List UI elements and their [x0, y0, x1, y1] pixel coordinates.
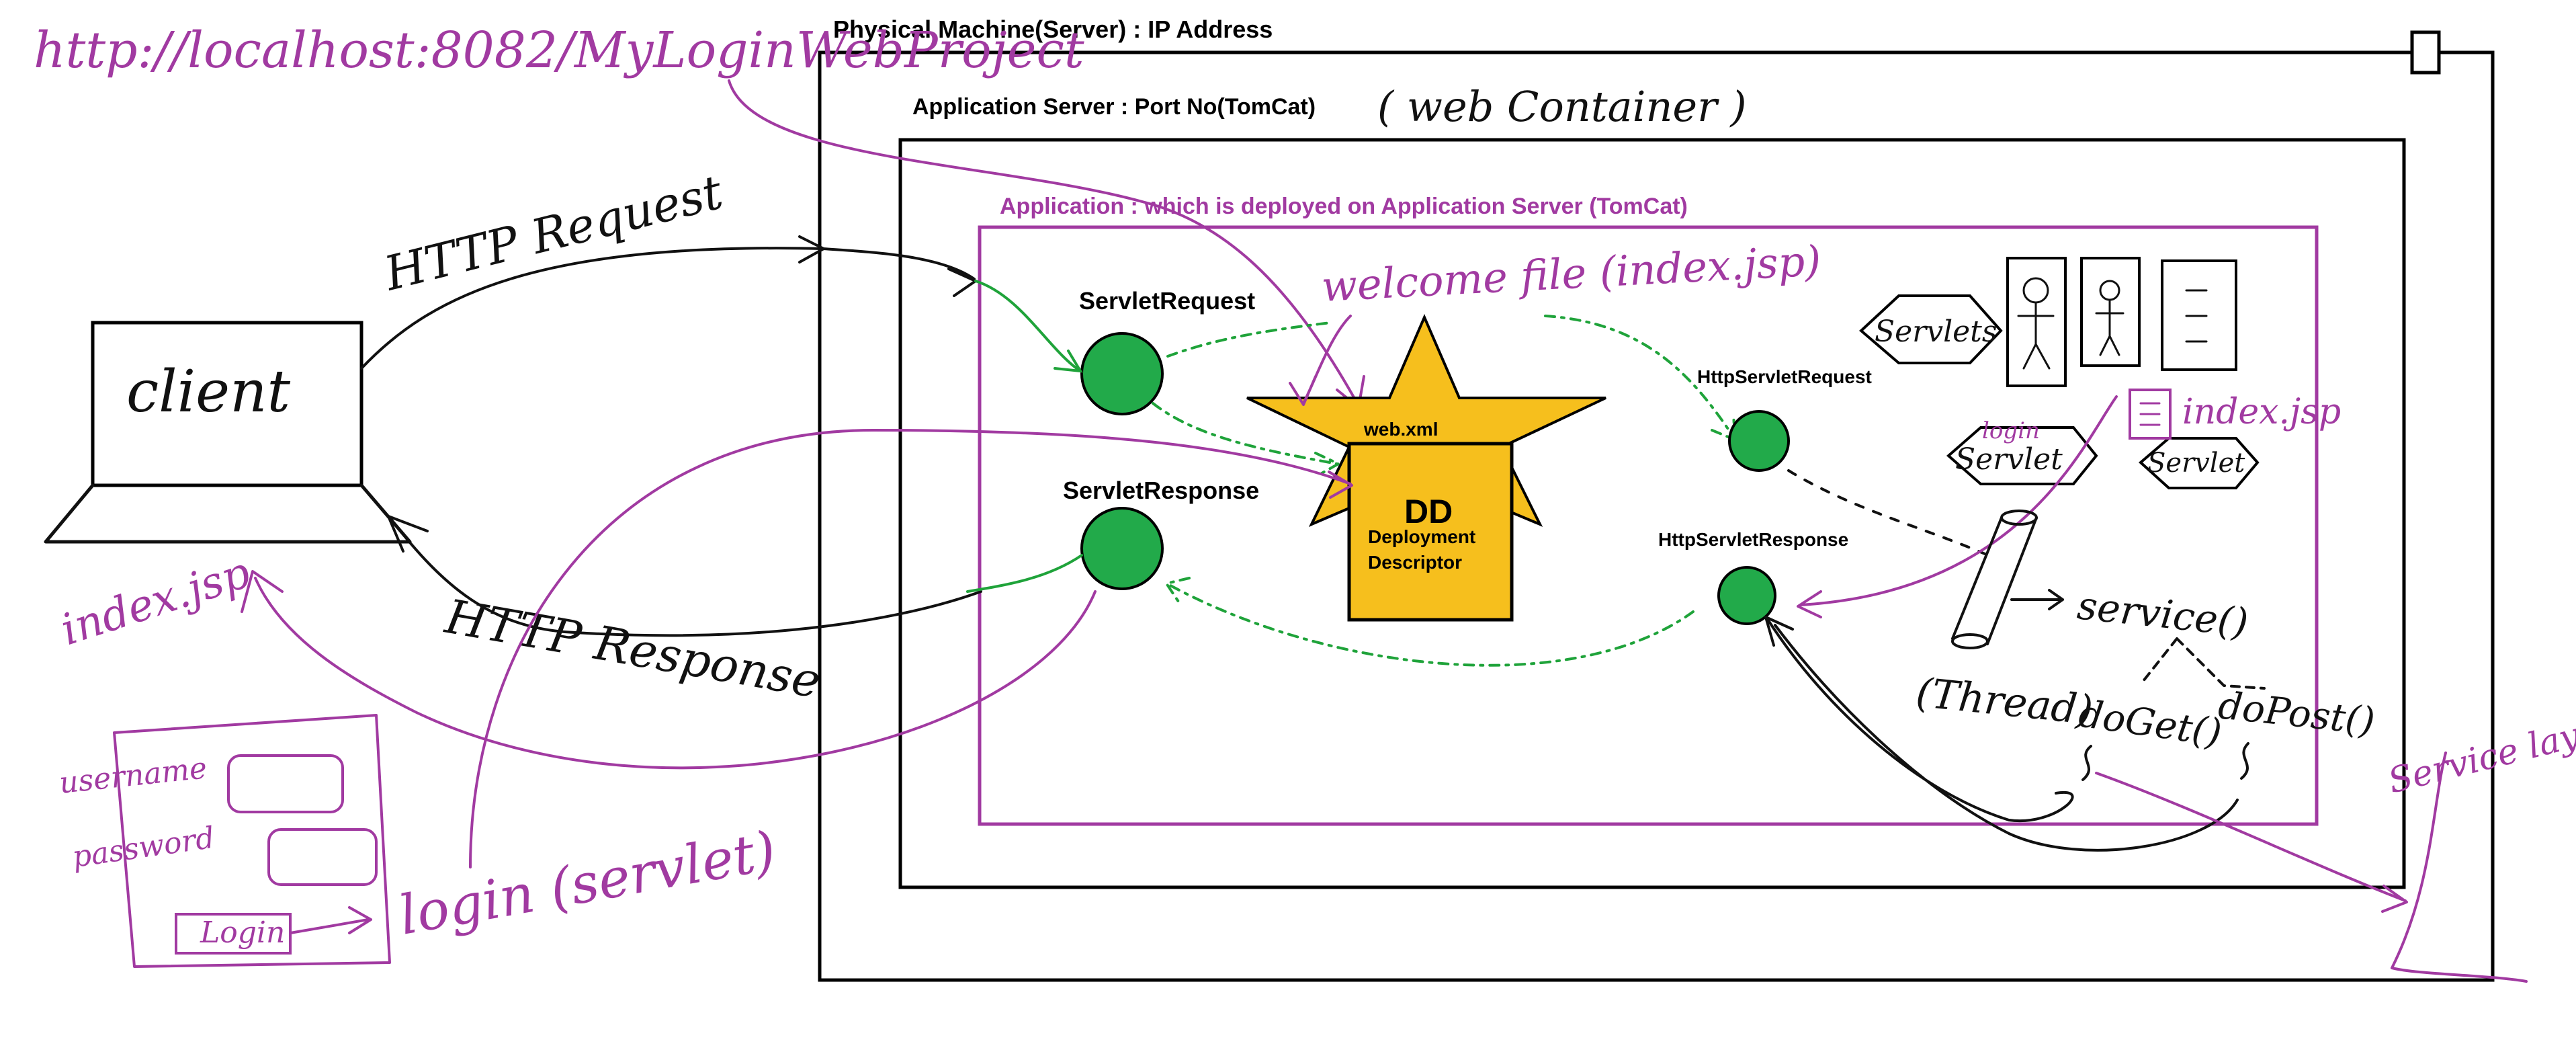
http-servlet-response-label: HttpServletResponse — [1658, 529, 1848, 550]
url-arrow — [728, 79, 1365, 409]
welcome-file-note: welcome file (index.jsp) — [1320, 236, 1822, 311]
password-input[interactable] — [267, 828, 378, 886]
person-1-icon — [2017, 277, 2055, 370]
username-input[interactable] — [227, 754, 344, 813]
service-branch-lines — [2139, 637, 2266, 690]
card-person-1 — [2006, 257, 2067, 387]
thread-label: (Thread) — [1914, 669, 2095, 734]
welcome-file-arrow — [1289, 315, 1352, 406]
servlets-hexagon — [1858, 294, 2003, 364]
do-get-brace — [2081, 745, 2092, 781]
flow-request-to-star — [1166, 321, 1332, 358]
password-label: password — [70, 821, 216, 875]
flow-request-to-dd — [1152, 402, 1342, 477]
physical-machine-label: Physical Machine(Server) : IP Address — [833, 15, 1273, 43]
url-note: http://localhost:8082/MyLoginWebProject — [34, 22, 1084, 79]
http-servlet-response-node[interactable] — [1717, 566, 1776, 625]
http-servlet-request-label: HttpServletRequest — [1697, 366, 1872, 387]
physical-machine-box — [818, 50, 2495, 982]
servlet-response-label: ServletResponse — [1063, 477, 1259, 504]
dd-box[interactable] — [1347, 442, 1514, 622]
http-request-label: HTTP Request — [378, 164, 728, 302]
dd-label: DD — [1404, 493, 1453, 530]
card-person-2 — [2080, 257, 2141, 367]
deployment-descriptor-line2: Descriptor — [1368, 552, 1462, 573]
request-to-servlet-request — [974, 280, 1083, 373]
login-button-label: Login — [200, 916, 285, 950]
list-icon — [2185, 289, 2208, 343]
servlet-response-node[interactable] — [1080, 507, 1164, 590]
do-get-label: doGet() — [2076, 692, 2225, 755]
service-layer-arrow — [2095, 772, 2408, 913]
service-layer-bracket — [2391, 752, 2528, 983]
app-server-label: Application Server : Port No(TomCat) — [912, 94, 1316, 120]
application-label: Application : which is deployed on Appli… — [1000, 194, 1688, 219]
login-servlet-hexagon[interactable] — [1946, 426, 2098, 485]
flow-httpresp-to-response — [1164, 577, 1694, 667]
servlet-request-node[interactable] — [1080, 332, 1164, 415]
web-xml-label: web.xml — [1363, 419, 1438, 440]
http-response-arrow — [387, 515, 982, 637]
login-servlet-to-dd — [469, 429, 1353, 868]
web-container-note: ( web Container ) — [1377, 82, 1747, 131]
do-post-label: doPost() — [2217, 684, 2377, 743]
service-label: service() — [2075, 582, 2251, 645]
flow-httpreq-to-servlet — [1787, 469, 1995, 559]
http-response-label: HTTP Response — [440, 589, 824, 709]
servlet-response-to-response — [966, 554, 1083, 593]
login-form-outline — [113, 714, 391, 968]
person-2-icon — [2095, 280, 2124, 356]
service-arrow — [2010, 589, 2064, 610]
window-handle — [2410, 30, 2441, 75]
method-return-curves — [1764, 616, 2239, 852]
laptop-screen — [91, 321, 363, 487]
servlet-label: Servlet — [1955, 442, 2063, 477]
service-layer-label: Service layer — [2385, 706, 2576, 802]
index-jsp-left-arrow — [241, 570, 1097, 770]
servlets-hex-label: Servlets — [1875, 315, 1997, 349]
client-label: client — [126, 358, 290, 425]
application-server-box — [898, 138, 2406, 889]
deployment-descriptor-line1: Deployment — [1368, 526, 1475, 547]
username-label: username — [58, 751, 208, 801]
login-servlet-label: login (servlet) — [394, 819, 780, 947]
login-to-servlet-arrow — [289, 906, 372, 934]
login-label: login — [1982, 417, 2040, 444]
do-post-brace — [2240, 742, 2249, 780]
card-list — [2161, 259, 2237, 371]
index-jsp-left-label: index.jsp — [55, 548, 256, 655]
index-jsp-right-label: index.jsp — [2182, 392, 2341, 432]
thread-cylinder — [1951, 510, 2038, 649]
servlet-hex-2-label: Servlet — [2147, 448, 2245, 479]
http-servlet-request-node[interactable] — [1728, 410, 1790, 472]
servlet-request-label: ServletRequest — [1079, 287, 1255, 315]
client-laptop[interactable]: client — [44, 321, 412, 544]
index-jsp-to-httpresp — [1797, 395, 2118, 618]
index-jsp-icon-lines — [2139, 402, 2161, 426]
laptop-base — [44, 483, 412, 544]
application-box — [978, 225, 2319, 826]
index-jsp-icon — [2129, 389, 2172, 440]
